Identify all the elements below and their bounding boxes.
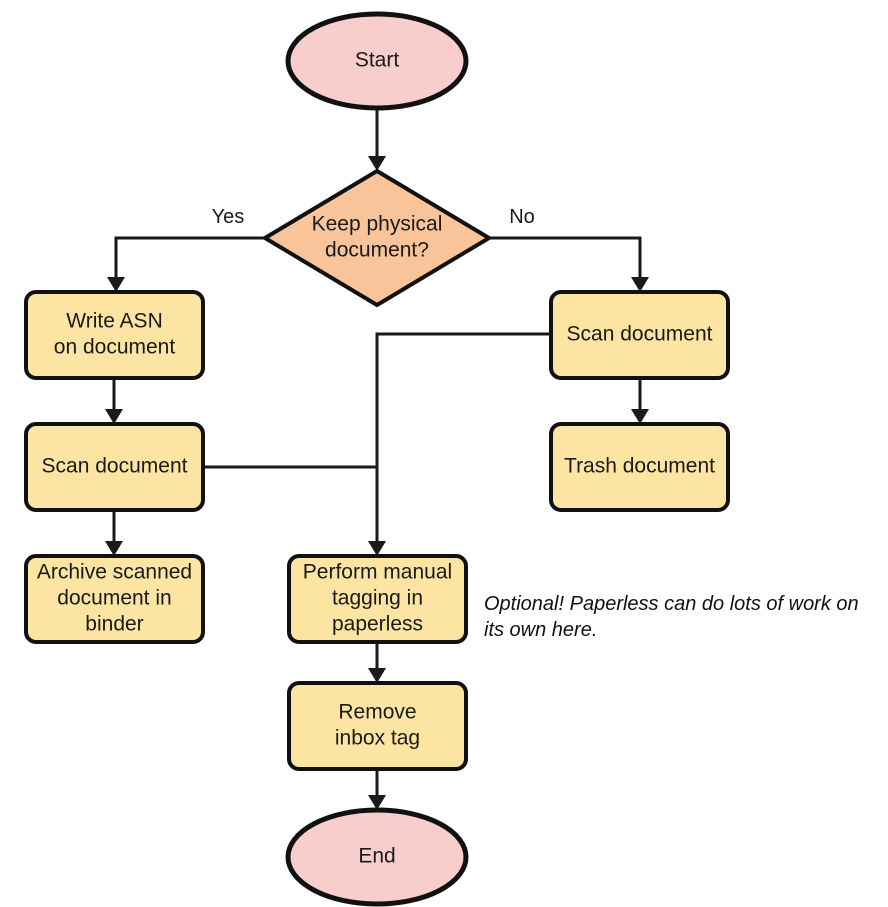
node-scan-document-left: Scan document — [24, 422, 205, 512]
edge-arrowhead — [105, 409, 123, 424]
process-box — [549, 290, 730, 380]
terminal-ellipse — [285, 11, 469, 111]
node-label-line: document in — [57, 587, 171, 610]
node-label-line: Scan document — [42, 455, 188, 478]
node-label-line: Keep physical — [312, 213, 443, 236]
process-box — [287, 681, 468, 771]
node-label-line: Scan document — [567, 323, 713, 346]
node-label-line: End — [358, 845, 395, 868]
decision-diamond — [263, 169, 491, 307]
node-label-line: Remove — [338, 701, 416, 724]
edge-arrowhead — [368, 156, 386, 171]
edge-arrowhead — [368, 795, 386, 810]
edge-arrowhead — [631, 409, 649, 424]
annotations-layer: Optional! Paperless can do lots of work … — [484, 593, 859, 641]
edge-arrowhead — [368, 668, 386, 683]
edge-arrowhead — [631, 277, 649, 292]
annotation-line: Optional! Paperless can do lots of work … — [484, 593, 859, 615]
edge-scan-right-to-trash — [631, 378, 649, 424]
edge-path — [114, 236, 265, 286]
node-archive-binder: Archive scanned document in binder — [24, 554, 205, 644]
process-box — [549, 422, 730, 512]
edge-scan-right-to-manual-tagging — [368, 332, 551, 556]
node-label-line: Write ASN — [66, 310, 162, 333]
edge-start-to-decision — [368, 108, 386, 171]
node-end: End — [285, 807, 469, 907]
edge-manual-tagging-to-remove-inbox — [368, 642, 386, 683]
node-label-line: binder — [85, 613, 143, 636]
node-label-line: tagging in — [332, 587, 423, 610]
terminal-ellipse — [285, 807, 469, 907]
edges-layer: Yes No — [105, 108, 649, 810]
edge-path — [489, 236, 642, 286]
edge-scan-left-to-archive — [105, 510, 123, 556]
node-label-line: document? — [325, 239, 429, 262]
node-scan-document-right: Scan document — [549, 290, 730, 380]
edge-write-asn-to-scan-left — [105, 378, 123, 424]
node-keep-physical: Keep physical document? — [263, 169, 491, 307]
node-write-asn: Write ASN on document — [24, 290, 205, 380]
edge-arrowhead — [105, 541, 123, 556]
edge-label: No — [509, 206, 535, 228]
node-trash-document: Trash document — [549, 422, 730, 512]
process-box — [24, 554, 205, 644]
process-box — [24, 422, 205, 512]
annotation-optional-note: Optional! Paperless can do lots of work … — [484, 593, 859, 641]
node-label-line: Archive scanned — [37, 561, 192, 584]
node-label-line: Start — [355, 49, 400, 72]
node-label-line: inbox tag — [335, 727, 420, 750]
edge-label: Yes — [212, 206, 245, 228]
node-label-line: paperless — [332, 613, 423, 636]
process-box — [24, 290, 205, 380]
node-label-line: Trash document — [564, 455, 715, 478]
node-start: Start — [285, 11, 469, 111]
process-box — [287, 554, 468, 644]
node-label-line: on document — [54, 336, 176, 359]
annotation-line: its own here. — [484, 619, 597, 641]
node-remove-inbox-tag: Remove inbox tag — [287, 681, 468, 771]
edge-arrowhead — [368, 541, 386, 556]
edge-arrowhead — [107, 277, 125, 292]
edge-remove-inbox-to-end — [368, 769, 386, 810]
edge-decision-no-to-scan-right: No — [489, 206, 649, 292]
edge-decision-yes-to-write-asn: Yes — [107, 206, 265, 292]
edge-path — [375, 332, 551, 550]
node-manual-tagging: Perform manual tagging in paperless — [287, 554, 468, 644]
node-label-line: Perform manual — [303, 561, 452, 584]
